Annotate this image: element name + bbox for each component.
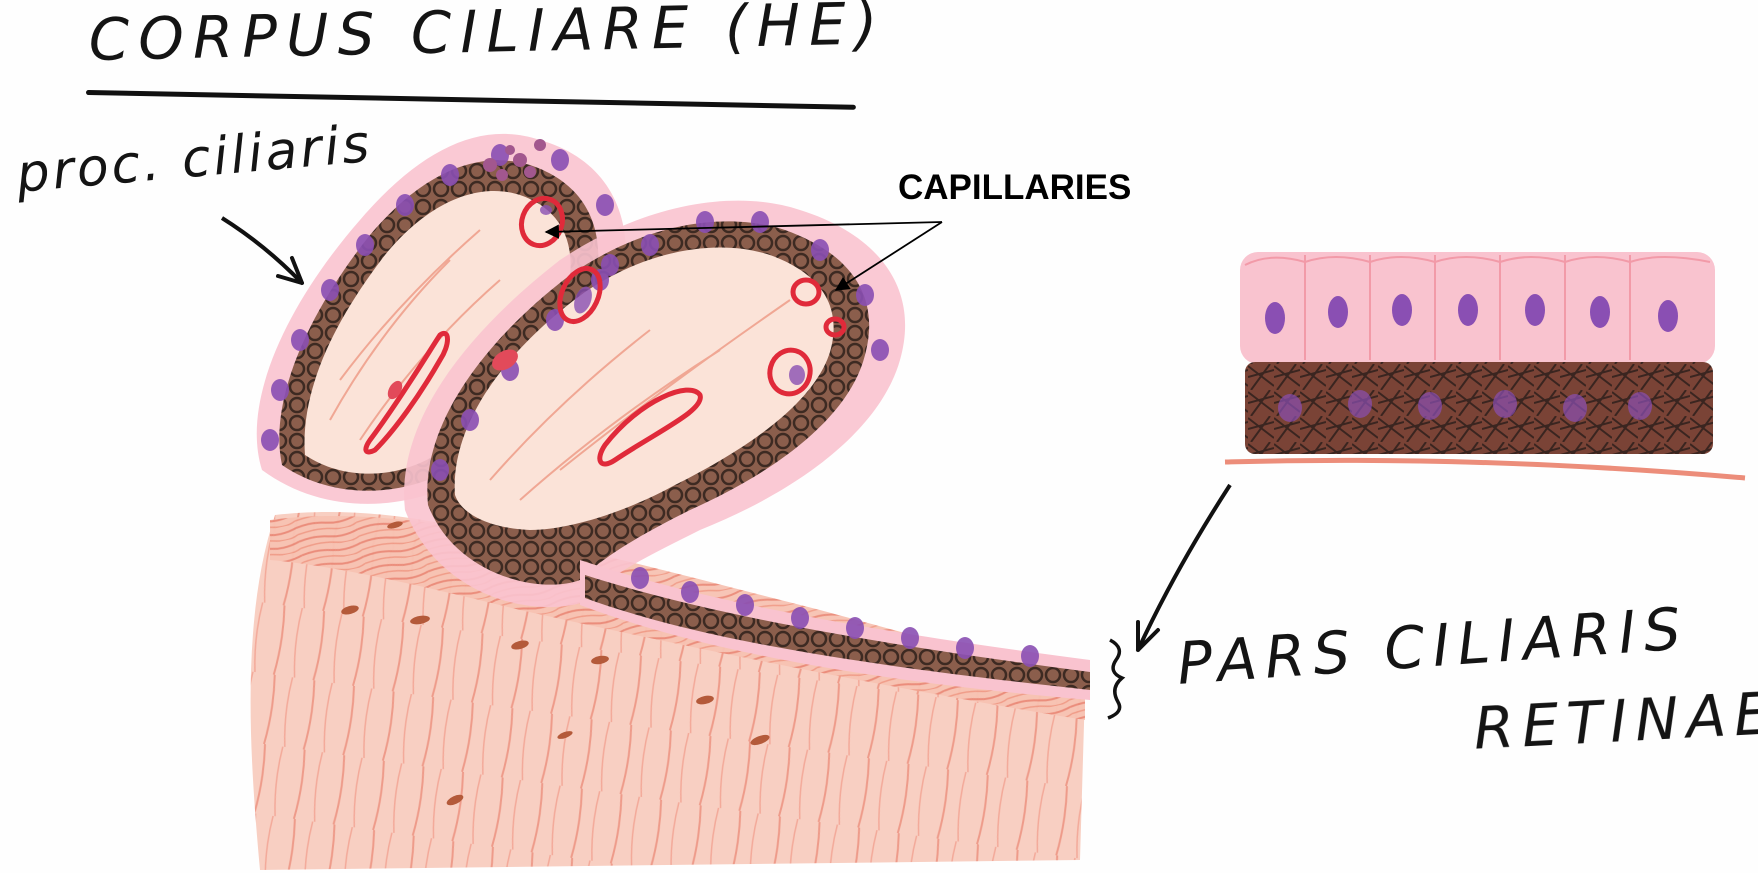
proc-ciliaris-arrow [222,218,302,283]
ciliary-muscle-stroma [251,512,1085,870]
label-capillaries: CAPILLARIES [898,168,1131,208]
inset-epithelium-detail [1225,252,1745,478]
pars-ciliaris-arrow [1138,485,1230,650]
pars-bracket [1108,640,1122,718]
